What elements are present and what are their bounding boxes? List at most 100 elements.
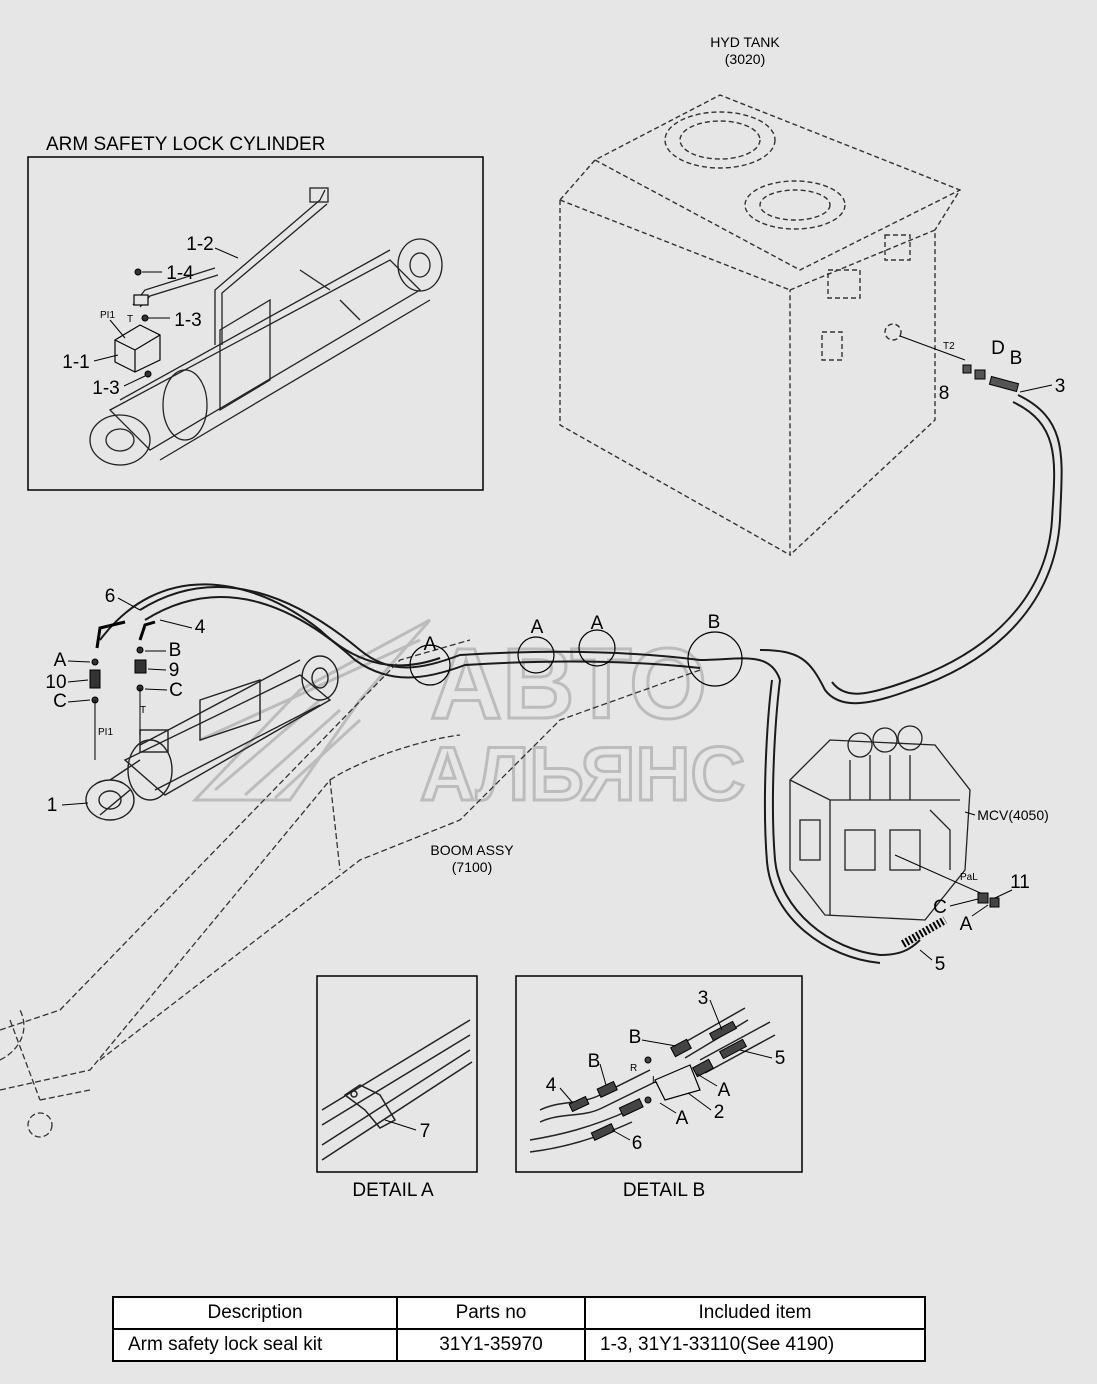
callout-c-cyl2: C: [169, 680, 183, 701]
detail-b-label-a-lower-leader: [659, 1102, 677, 1114]
callout-c-mcv-leader: [949, 898, 979, 907]
inset-label-1-3-lower-leader: [123, 375, 146, 387]
detail-a-caption: DETAIL A: [352, 1180, 434, 1201]
callout-11: 11: [1010, 872, 1030, 893]
mcv-title: MCV(4050): [977, 807, 1049, 823]
detail-circle-b1: B: [708, 612, 721, 633]
callout-4: 4: [195, 617, 206, 638]
inset-cylinder-drawing: [89, 187, 443, 466]
inset-port-t: T: [127, 314, 133, 325]
parts-table-header-description: Description: [112, 1296, 398, 1330]
detail-b-label-b-lower: B: [588, 1051, 601, 1072]
tank-code: (3020): [725, 51, 765, 67]
cylinder-port-pi1: PI1: [98, 727, 113, 738]
callout-b-tank: B: [1010, 348, 1023, 369]
detail-a-label-7-leader: [384, 1119, 417, 1131]
callout-c-cyl-leader: [67, 699, 91, 703]
detail-circles: [409, 629, 743, 687]
detail-b-caption: DETAIL B: [623, 1180, 705, 1201]
inset-label-1-2-leader: [214, 247, 239, 259]
detail-a-panel: [316, 975, 478, 1173]
callout-b-cyl: B: [169, 640, 182, 661]
inset-label-1-3-upper: 1-3: [174, 310, 201, 331]
parts-table-header-row: Description Parts no Included item: [112, 1296, 926, 1330]
callout-9-leader: [147, 668, 167, 671]
parts-table-header-parts-no: Parts no: [396, 1296, 586, 1330]
callout-6-leader: [117, 597, 141, 611]
inset-valve-block: [114, 294, 161, 373]
inset-label-1-3-lower: 1-3: [92, 378, 119, 399]
callout-a-mcv: A: [960, 914, 973, 935]
callout-9: 9: [169, 660, 180, 681]
main-control-valve: [789, 725, 971, 921]
callout-10: 10: [45, 672, 66, 693]
inset-bolts: [134, 268, 152, 378]
boom-title: BOOM ASSY: [430, 842, 514, 858]
callout-1-leader: [61, 802, 89, 806]
table-row: Arm safety lock seal kit 31Y1-35970 1-3,…: [112, 1328, 926, 1362]
mcv-leader: [964, 811, 976, 816]
tank-port-leader: [899, 335, 966, 361]
callout-a-cyl-leader: [67, 660, 91, 663]
tank-port-label: T2: [943, 341, 955, 352]
cylinder-port-t: T: [140, 705, 146, 716]
parts-table-cell-parts-no: 31Y1-35970: [396, 1328, 586, 1362]
detail-b-panel: [515, 975, 803, 1173]
detail-circle-a3: A: [591, 613, 604, 634]
callout-c-cyl: C: [53, 691, 67, 712]
inset-title: ARM SAFETY LOCK CYLINDER: [46, 134, 325, 155]
parts-table-cell-included-item: 1-3, 31Y1-33110(See 4190): [584, 1328, 926, 1362]
mcv-port-pal: PaL: [960, 872, 978, 883]
callout-d: D: [991, 338, 1005, 359]
callout-4-leader: [159, 619, 193, 629]
detail-b-label-4-leader: [559, 1087, 573, 1103]
callout-11-leader: [994, 889, 1013, 899]
callout-8: 8: [939, 383, 950, 404]
detail-b-label-2-leader: [687, 1092, 712, 1111]
boom-assembly: [0, 639, 701, 1138]
mcv-port-leader: [894, 854, 986, 896]
detail-circle-a1: A: [424, 634, 437, 655]
detail-circle-a2: A: [531, 617, 544, 638]
detail-b-label-b-upper: B: [629, 1027, 642, 1048]
inset-label-1-1-leader: [93, 354, 119, 362]
inset-port-pi1: PI1: [100, 310, 115, 321]
callout-5: 5: [935, 954, 946, 975]
detail-b-label-b-lower-leader: [599, 1063, 607, 1086]
boom-code: (7100): [452, 859, 492, 875]
detail-b-port-r: R: [630, 1063, 637, 1074]
callout-6: 6: [105, 586, 116, 607]
detail-b-port-l: L: [652, 1075, 658, 1086]
callout-10-leader: [67, 679, 89, 683]
callout-5-leader: [919, 949, 933, 961]
parts-table: Description Parts no Included item Arm s…: [112, 1296, 926, 1362]
detail-b-label-b-upper-leader: [641, 1039, 677, 1047]
detail-b-label-4: 4: [546, 1075, 557, 1096]
watermark-line2: АЛЬЯНС: [420, 732, 745, 817]
detail-b-label-3-leader: [709, 999, 723, 1031]
detail-b-label-2: 2: [714, 1102, 725, 1123]
callout-c-cyl2-leader: [144, 688, 168, 691]
inset-label-1-1: 1-1: [62, 352, 89, 373]
detail-b-label-a-right-leader: [696, 1073, 718, 1087]
detail-b-label-a-right: A: [718, 1080, 731, 1101]
inset-label-1-2: 1-2: [186, 234, 213, 255]
inset-arm-safety-lock: [27, 156, 484, 491]
callout-3: 3: [1055, 376, 1066, 397]
parts-table-header-included-item: Included item: [584, 1296, 926, 1330]
detail-b-label-6-leader: [611, 1129, 631, 1141]
tank-title: HYD TANK: [710, 34, 780, 50]
watermark-logo: [191, 618, 432, 802]
detail-b-label-3: 3: [698, 988, 709, 1009]
detail-b-label-5: 5: [775, 1048, 786, 1069]
watermark: АВТО АЛЬЯНС: [191, 618, 747, 819]
detail-a-label-7: 7: [420, 1121, 431, 1142]
tank-fittings: [962, 364, 1020, 393]
detail-b-label-6: 6: [632, 1133, 643, 1154]
watermark-line1: АВТО: [430, 628, 707, 740]
arm-cylinder: [85, 655, 339, 821]
callout-c-mcv: C: [933, 897, 947, 918]
parts-table-cell-description: Arm safety lock seal kit: [112, 1328, 398, 1362]
